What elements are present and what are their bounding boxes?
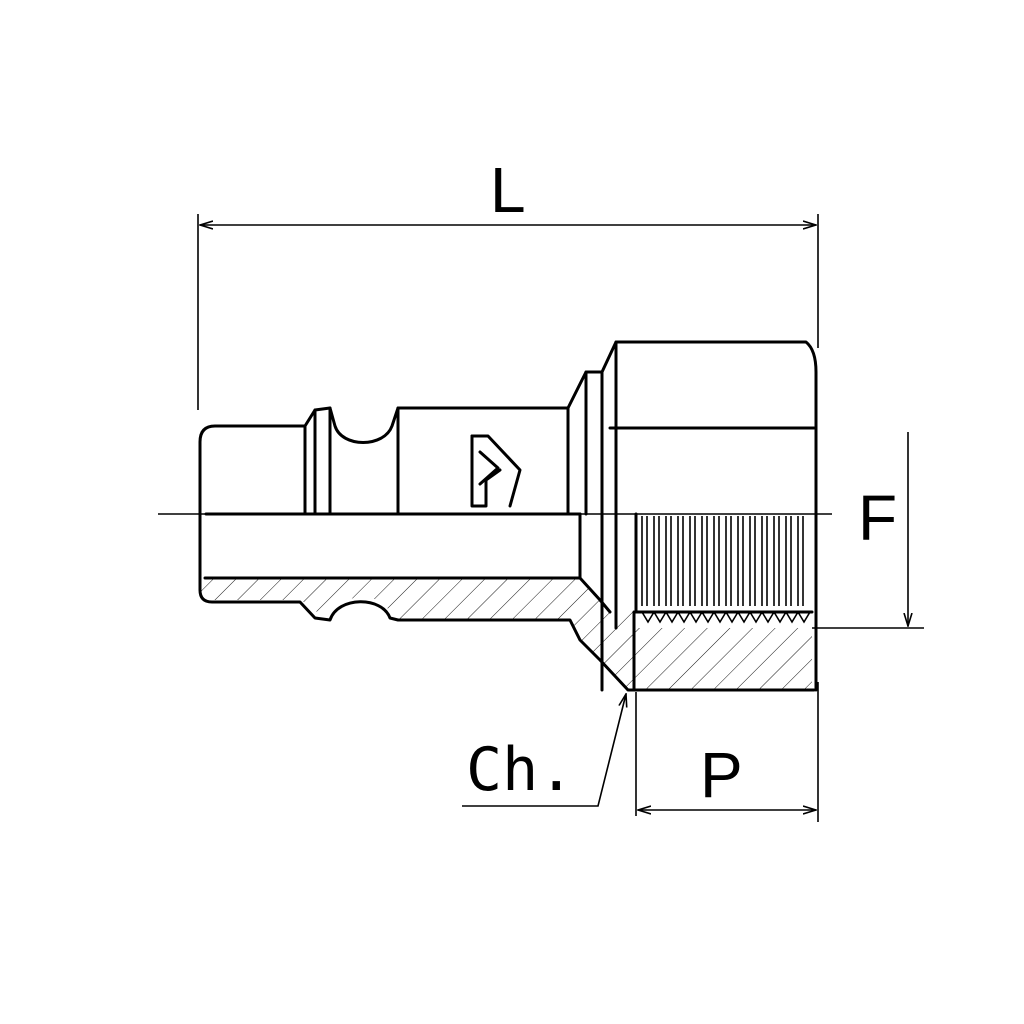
dimension-thread-length	[635, 682, 819, 822]
dimension-label-thread-depth: F	[858, 482, 897, 554]
dimension-label-chamfer: Ch.	[466, 735, 574, 805]
dimension-thread-depth	[812, 432, 924, 629]
dimension-label-length: L	[490, 154, 526, 226]
section-hatching	[200, 578, 812, 690]
dimension-length	[197, 214, 819, 410]
dimension-label-thread-length: P	[700, 739, 743, 811]
plug-body-outline	[198, 340, 818, 692]
female-thread	[634, 512, 814, 624]
chamfer-leader	[462, 694, 626, 807]
triangle-chevron-logo-icon	[470, 434, 522, 508]
